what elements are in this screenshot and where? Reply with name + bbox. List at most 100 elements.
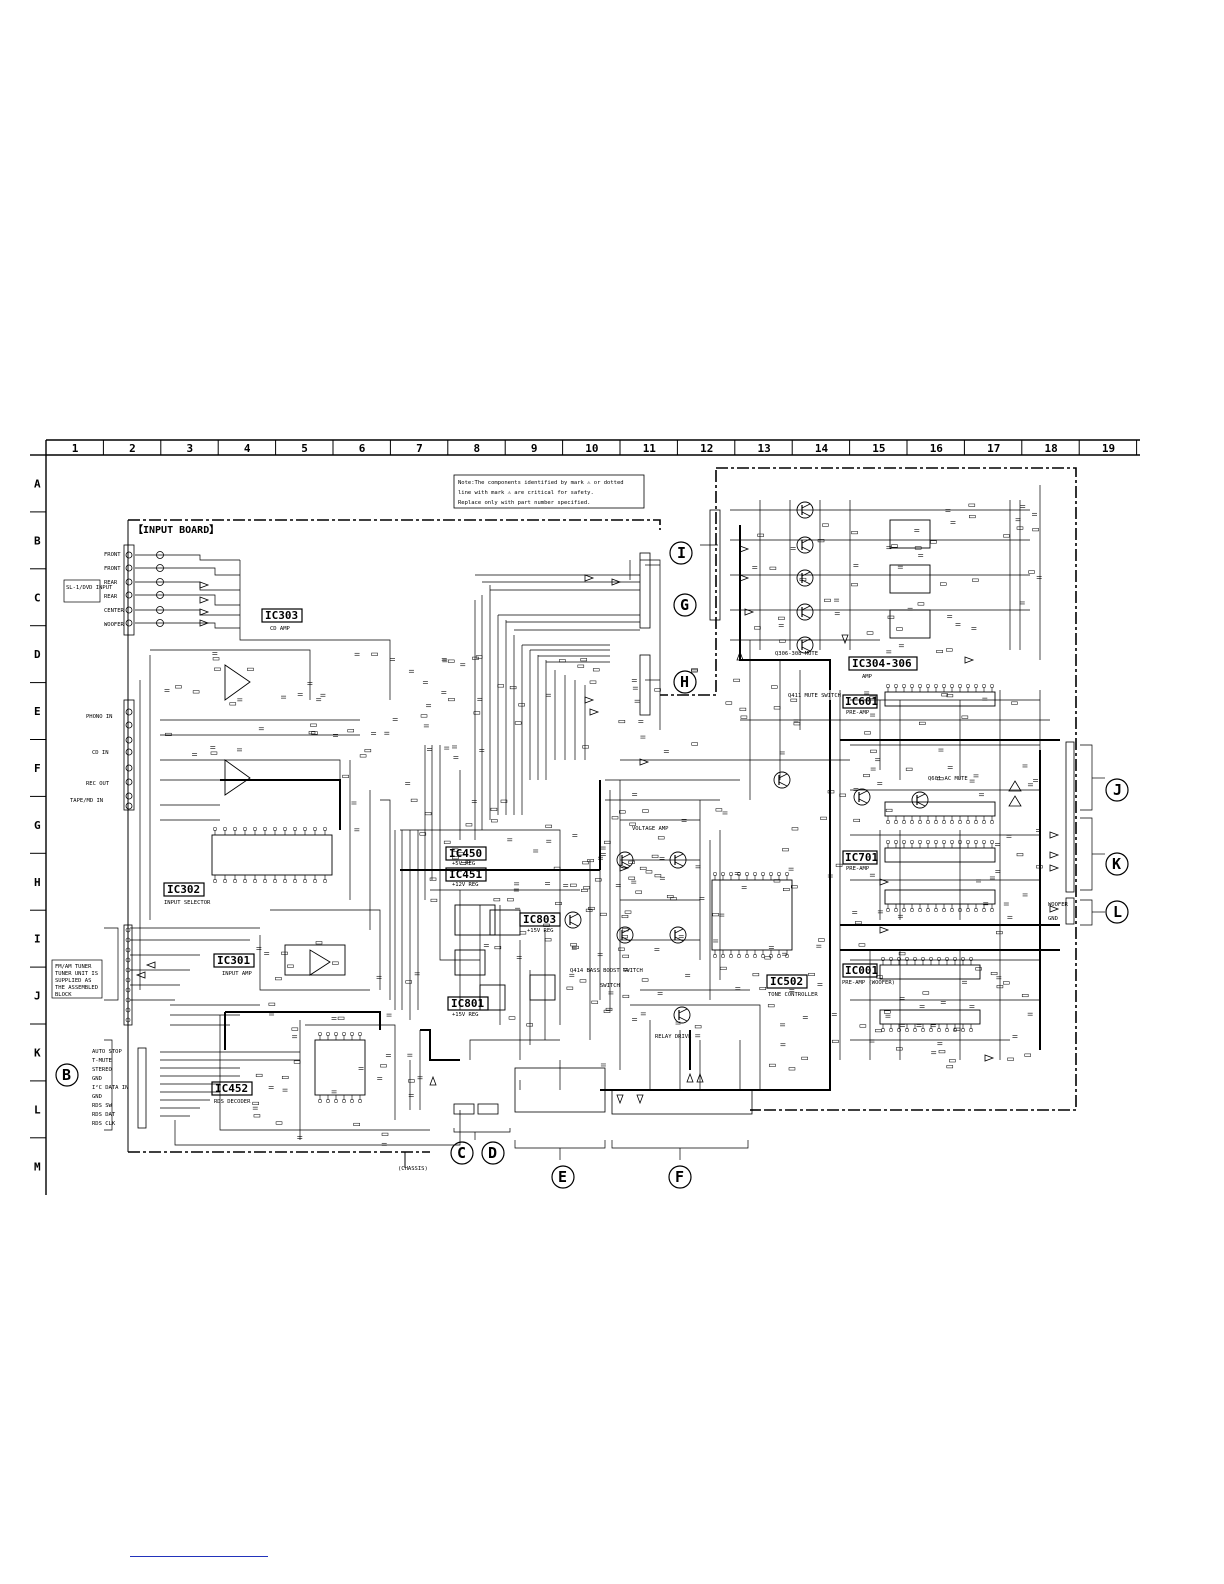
svg-text:I: I: [677, 544, 686, 562]
b-pin-8: RDS DAT: [92, 1112, 116, 1118]
resistor-mark: [353, 1122, 360, 1126]
jack-terminal: [125, 957, 131, 963]
signal-arrow: [744, 608, 755, 616]
ic-pin-pad: [317, 1031, 323, 1037]
svg-text:B: B: [62, 1066, 71, 1084]
resistor-mark: [996, 931, 1003, 935]
ic-pin-pad: [768, 871, 774, 877]
resistor-mark: [1032, 528, 1039, 532]
jack-front-2: FRONT: [104, 566, 121, 572]
ic450-label: IC450 +5V REG: [445, 846, 487, 867]
ic-pin-pad: [917, 839, 923, 845]
ic-pin-pad: [981, 839, 987, 845]
ic-pin-pad: [989, 907, 995, 913]
column-label-2: 2: [129, 442, 136, 455]
resistor-mark: [408, 1079, 415, 1083]
note-line-3: Replace only with part number specified.: [458, 500, 590, 506]
ic302-sub: INPUT SELECTOR: [164, 900, 211, 906]
ic304-sub: AMP: [862, 674, 873, 680]
ic303-sub: CD AMP: [270, 626, 291, 632]
row-label-G: G: [34, 819, 41, 832]
resistor-mark: [275, 1121, 283, 1125]
ic-pin-pad: [968, 1027, 974, 1033]
resistor-mark: [918, 721, 926, 725]
column-label-1: 1: [72, 442, 79, 455]
signal-arrow: [736, 650, 744, 661]
resistor-mark: [961, 715, 969, 719]
signal-arrow: [199, 596, 210, 604]
ic-pin-pad: [933, 907, 939, 913]
svg-text:L: L: [1113, 903, 1122, 921]
signal-arrow: [616, 1094, 624, 1105]
ic-pin-pad: [776, 871, 782, 877]
jack-terminal: [125, 1017, 131, 1023]
tuner-line-3: SUPPLIED AS: [55, 978, 91, 984]
jack-terminal: [125, 591, 133, 599]
ic-pin-pad: [720, 871, 726, 877]
ic-pin-pad: [973, 819, 979, 825]
jack-center: CENTER: [104, 608, 125, 614]
svg-text:D: D: [488, 1144, 497, 1162]
resistor-mark: [253, 1114, 261, 1118]
jack-terminal: [156, 619, 164, 627]
b-pin-4: GND: [92, 1076, 102, 1082]
ic-pin-pad: [901, 839, 907, 845]
signal-arrow: [584, 696, 595, 704]
resistor-mark: [905, 767, 913, 771]
resistor-mark: [380, 1064, 387, 1068]
tuner-line-2: TUNER UNIT IS: [55, 971, 98, 977]
connector-c: C: [450, 1141, 474, 1165]
resistor-mark: [175, 685, 182, 689]
resistor-mark: [603, 1009, 611, 1013]
ic-labels: IC303 CD AMP IC302 INPUT SELECTOR IC301 …: [163, 608, 918, 1105]
resistor-mark: [895, 1047, 903, 1051]
svg-text:J: J: [1113, 781, 1122, 799]
ic-pin-pad: [909, 819, 915, 825]
resistor-mark: [835, 863, 843, 867]
column-label-13: 13: [758, 442, 771, 455]
ic-pin-pad: [885, 683, 891, 689]
resistor-mark: [581, 888, 588, 892]
tape-label: TAPE/MD IN: [70, 798, 103, 804]
resistor-mark: [359, 754, 367, 758]
resistor-mark: [757, 533, 764, 537]
ic-pin-pad: [949, 683, 955, 689]
ic502-name: IC502: [770, 975, 803, 988]
ic701-sub: PRE-AMP: [846, 866, 870, 872]
transistor: [853, 788, 871, 806]
dvd-input-box: SL-1/DVD INPUT: [63, 579, 113, 603]
ic-pin-pad: [242, 826, 248, 832]
ic-pin-pad: [973, 839, 979, 845]
transistor: [911, 791, 929, 809]
transistor: [773, 771, 791, 789]
resistor-mark: [788, 1067, 796, 1071]
resistor-mark: [493, 898, 501, 902]
resistor-mark: [654, 874, 662, 878]
column-label-14: 14: [815, 442, 829, 455]
resistor-mark: [212, 657, 220, 661]
ic301-name: IC301: [217, 954, 250, 967]
resistor-mark: [654, 688, 661, 692]
resistor-mark: [969, 515, 976, 519]
column-label-11: 11: [643, 442, 657, 455]
resistor-mark: [347, 729, 355, 733]
ic601-label: IC601 PRE-AMP: [842, 694, 878, 716]
note-line-2: line with mark ⚠ are critical for safety…: [458, 490, 594, 496]
resistor-mark: [247, 667, 254, 671]
row-label-H: H: [34, 876, 41, 889]
resistor-mark: [545, 824, 552, 828]
ic451-name: IC451: [449, 868, 482, 881]
column-label-17: 17: [987, 442, 1000, 455]
ic-pin-pad: [925, 819, 931, 825]
jack-labels: FRONT FRONT REAR REAR CENTER WOOFER PHON…: [70, 552, 125, 804]
ic-pin-pad: [933, 683, 939, 689]
resistor-mark: [930, 540, 937, 544]
transistor: [796, 636, 814, 654]
ic-pin-pad: [282, 878, 288, 884]
column-label-8: 8: [474, 442, 481, 455]
jack-rear-1: REAR: [104, 580, 118, 586]
resistor-mark: [651, 854, 659, 858]
ic-pin-pad: [292, 826, 298, 832]
resistor-mark: [491, 819, 498, 823]
ic-pin-pad: [912, 1027, 918, 1033]
